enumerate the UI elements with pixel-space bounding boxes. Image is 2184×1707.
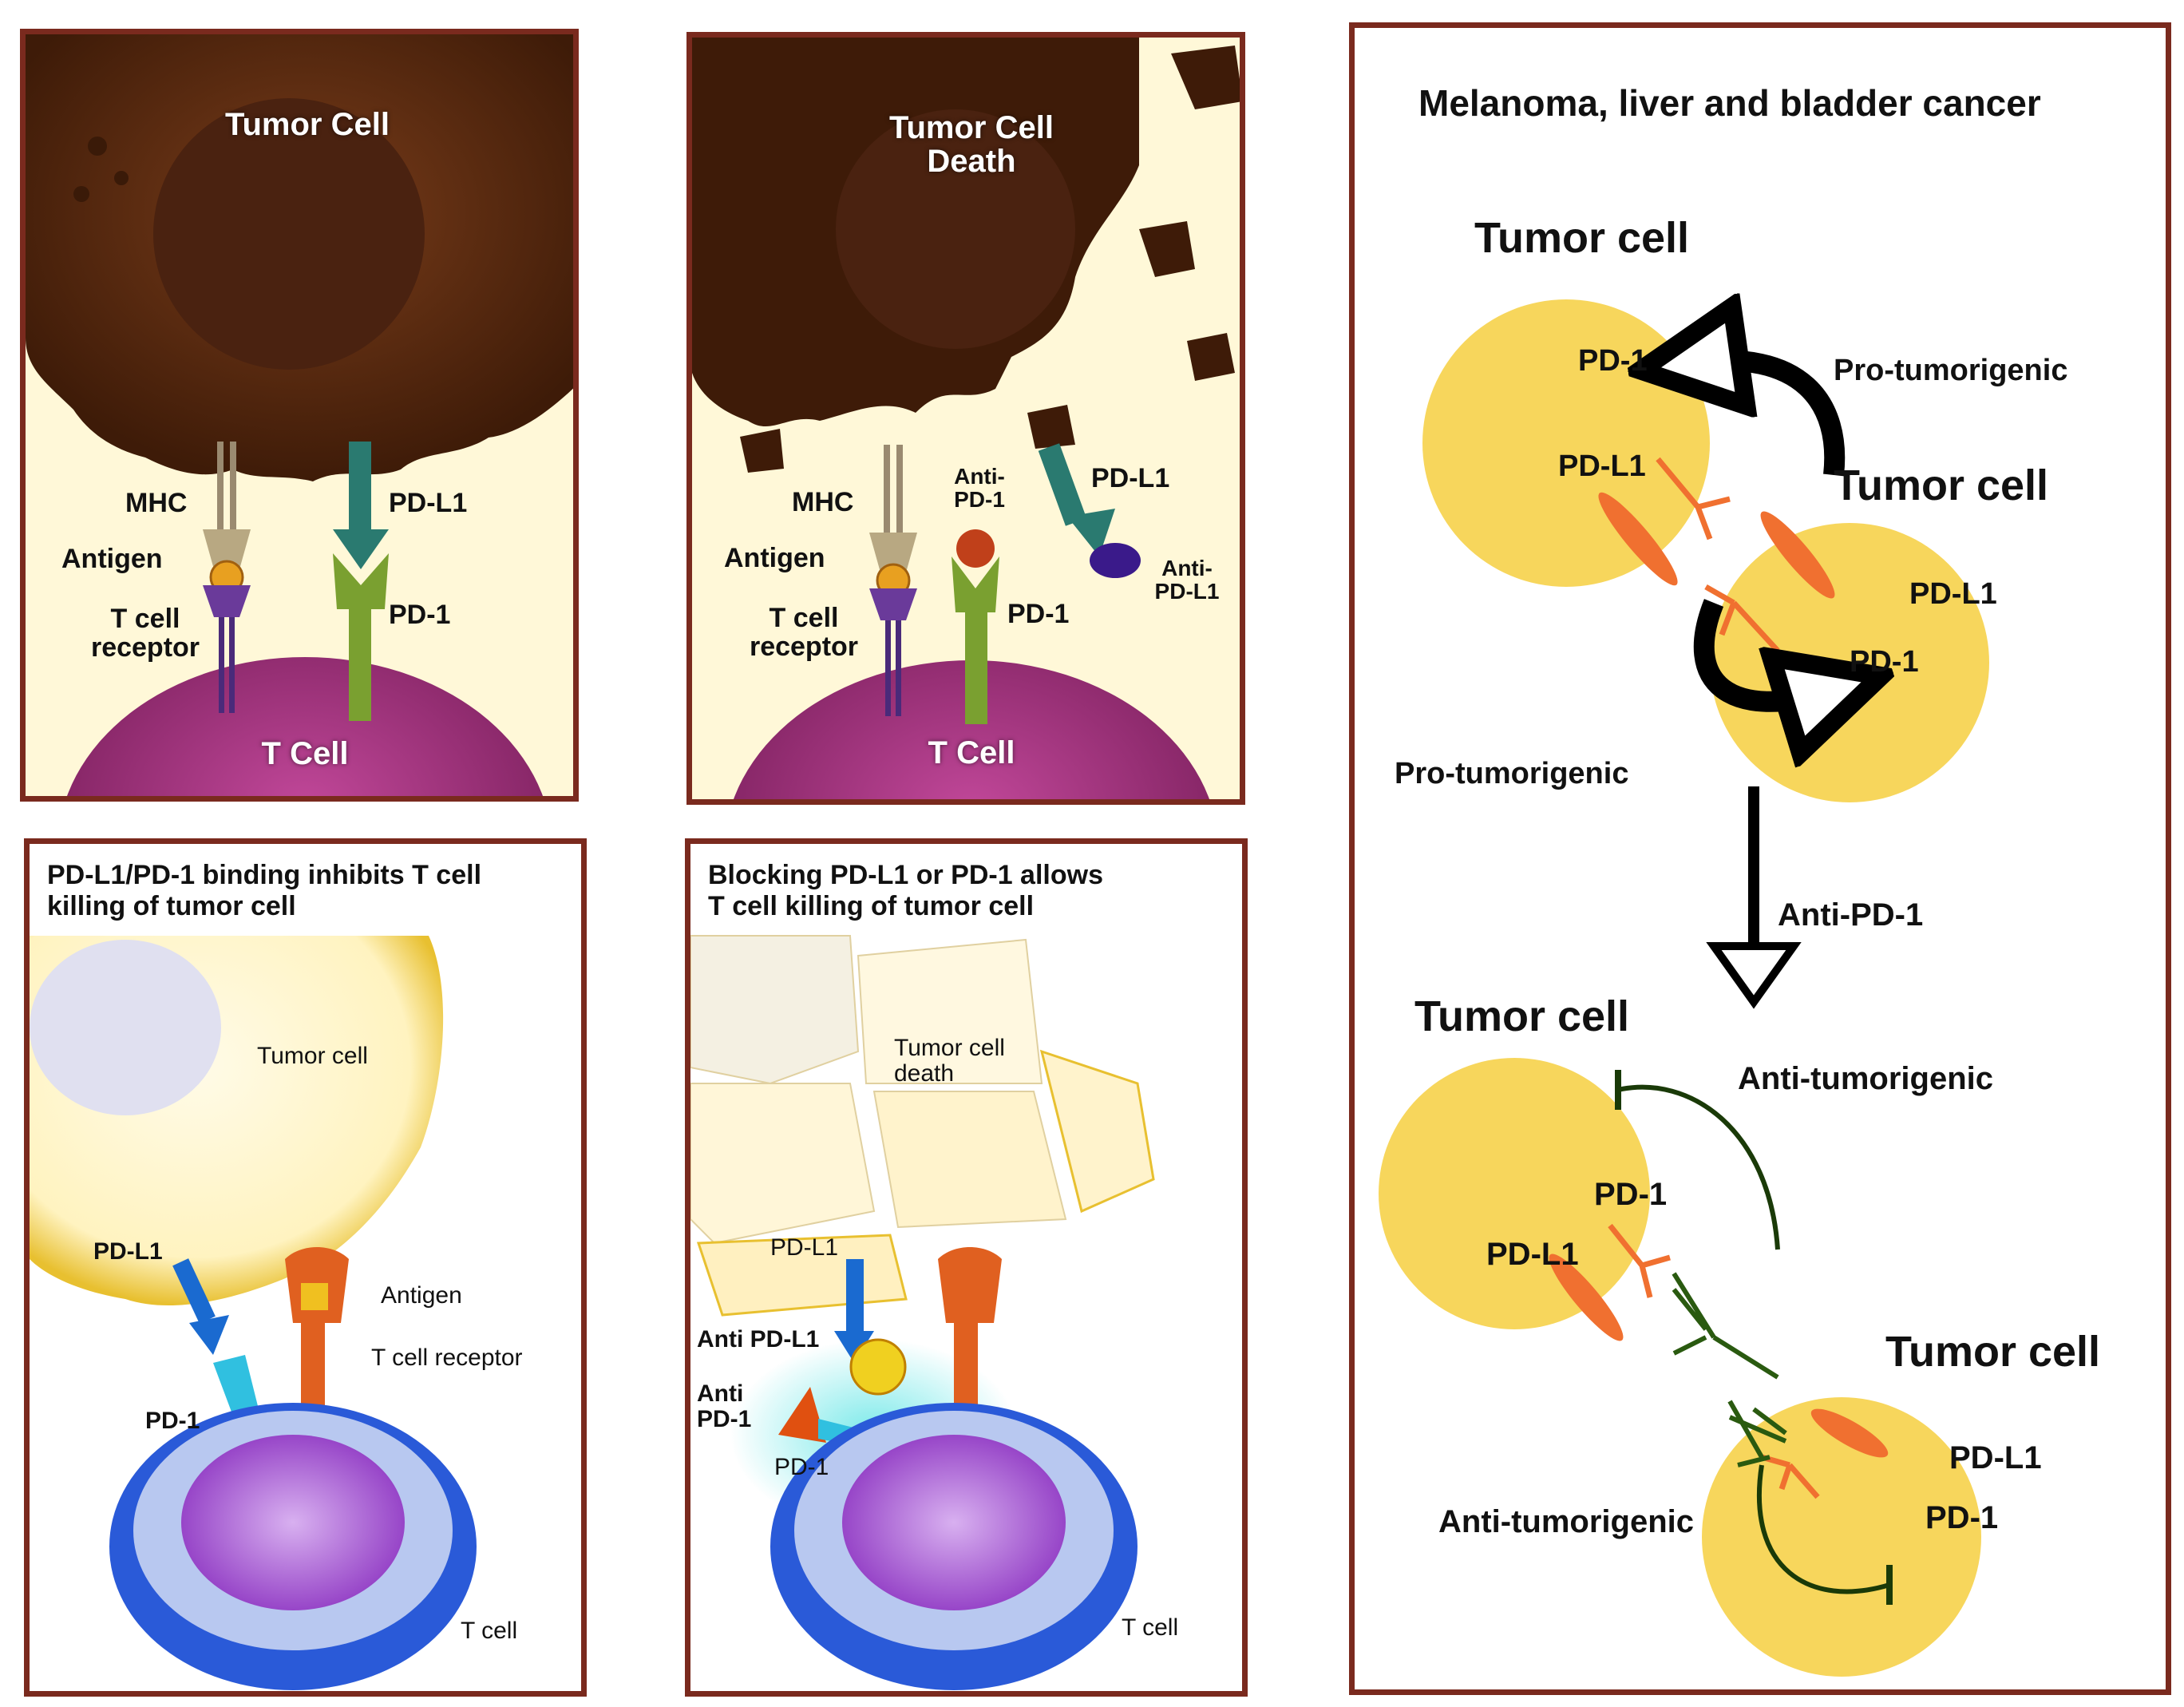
anti-pd1-label: Anti- PD-1 — [954, 464, 1005, 513]
pdl1-label: PD-L1 — [93, 1238, 163, 1265]
pro-tumorigenic-arrow — [1690, 361, 1846, 477]
tumor-death-label: Tumor Cell Death — [889, 110, 1054, 179]
mhc-tcr-pair — [938, 1247, 1002, 1411]
mhc-label: MHC — [792, 487, 854, 517]
pd1-label: PD-1 — [389, 600, 451, 630]
inhibition-arc — [1756, 1464, 1890, 1594]
mhc-label: MHC — [125, 488, 188, 518]
anti-tumorigenic-label: Anti-tumorigenic — [1738, 1061, 1993, 1096]
t-cell-nucleus — [842, 1435, 1066, 1610]
pdl1-label: PD-L1 — [389, 488, 468, 518]
t-cell-shape — [67, 657, 543, 796]
t-cell-label: T Cell — [261, 736, 349, 771]
panel-d-illustration — [690, 935, 1155, 1690]
pro-tumorigenic-label: Pro-tumorigenic — [1834, 354, 2068, 387]
pro-tumorigenic-arrow — [1693, 599, 1834, 702]
anti-pd1-label: Anti-PD-1 — [1778, 897, 1924, 933]
tumor-fragment — [1139, 221, 1195, 277]
pd1-label: PD-1 — [1578, 344, 1648, 378]
pdl1-anti-pdl1 — [1038, 443, 1141, 578]
panel-title: Melanoma, liver and bladder cancer — [1418, 82, 2041, 124]
tumor-cell-circle — [1379, 1058, 1650, 1329]
pd1-label: PD-1 — [1925, 1500, 1999, 1535]
tumor-cell-label: Tumor cell — [257, 1043, 368, 1069]
pdl1-label: PD-L1 — [1949, 1440, 2042, 1475]
tumor-fragment — [1027, 405, 1075, 449]
pdl1-label: PD-L1 — [1486, 1237, 1579, 1272]
mhc-tcr-pair — [285, 1247, 349, 1411]
tumor-cell-label: Tumor cell — [1414, 992, 1630, 1040]
pd1-label: PD-1 — [145, 1408, 200, 1434]
tumor-death-label: Tumor cell death — [894, 1035, 1005, 1087]
t-cell-label: T Cell — [928, 735, 1015, 770]
tumor-cell-label: Tumor cell — [1474, 214, 1690, 262]
tcr-label: T cell receptor — [90, 604, 200, 663]
pdl1-label: PD-L1 — [770, 1234, 839, 1261]
tumor-cell-label: Tumor cell — [1834, 461, 2049, 509]
pdl1-anti-pdl1 — [834, 1259, 907, 1396]
down-arrow-head — [1706, 942, 1802, 1009]
tumor-cell-circle — [1422, 299, 1710, 587]
pd1-label: PD-1 — [774, 1454, 829, 1480]
panel-e: Melanoma, liver and bladder cancer Tumor… — [1349, 22, 2171, 1695]
tumor-nucleus — [30, 940, 221, 1115]
panel-c: PD-L1/PD-1 binding inhibits T cell killi… — [24, 838, 587, 1697]
panel-title: Blocking PD-L1 or PD-1 allows T cell kil… — [708, 860, 1103, 922]
anti-pdl1-label: Anti- PD-L1 — [1154, 556, 1220, 604]
antigen-label: Antigen — [381, 1282, 462, 1309]
mhc-receptor — [203, 442, 251, 713]
pdl1-label: PD-L1 — [1909, 577, 1997, 611]
pro-tumorigenic-label: Pro-tumorigenic — [1395, 757, 1629, 790]
anti-pd1-blocked-pd1 — [952, 529, 999, 724]
tumor-fragment — [740, 429, 784, 473]
panel-title: PD-L1/PD-1 binding inhibits T cell killi… — [47, 860, 482, 922]
antigen-label: Antigen — [724, 543, 825, 573]
anti-pd1-antibody — [1672, 1272, 1787, 1467]
tumor-fragment — [1171, 46, 1240, 109]
pd1-label: PD-1 — [1850, 645, 1919, 679]
tumor-cell-circle — [1702, 1397, 1981, 1677]
blocked-pd1-pdl1 — [1549, 1223, 1889, 1499]
anti-pd1-shape — [778, 1387, 826, 1443]
tcr-label: T cell receptor — [749, 603, 859, 662]
pd1-label: PD-1 — [1594, 1177, 1668, 1212]
tumor-nucleus — [153, 98, 425, 370]
tumor-cell-label: Tumor Cell — [225, 107, 390, 142]
antigen-label: Antigen — [61, 544, 163, 574]
pd1-pdl1-binding — [1598, 457, 1835, 653]
mhc-receptor — [869, 445, 917, 716]
pdl1-label: PD-L1 — [1558, 450, 1646, 483]
anti-pdl1-label: Anti PD-L1 — [697, 1326, 820, 1353]
tumor-fragment — [1187, 333, 1235, 381]
tcr-label: T cell receptor — [371, 1345, 523, 1371]
t-cell-shape — [734, 660, 1209, 799]
panel-b-illustration — [692, 38, 1240, 799]
t-cell-label: T cell — [1122, 1614, 1179, 1641]
anti-pd1-label: Anti PD-1 — [697, 1380, 752, 1432]
dying-tumor-nucleus — [836, 109, 1075, 349]
inhibition-arc — [1617, 1084, 1780, 1250]
panel-a-illustration — [26, 34, 573, 796]
panel-a: Tumor Cell MHC Antigen T cell receptor P… — [20, 29, 579, 802]
pdl1-pd1-pair — [333, 442, 389, 721]
tumor-cell-label: Tumor cell — [1885, 1328, 2101, 1376]
panel-b: Tumor Cell Death MHC Antigen T cell rece… — [686, 32, 1245, 805]
fragmented-tumor-cell — [690, 935, 1155, 1317]
pd1-label: PD-1 — [1007, 599, 1070, 629]
t-cell-nucleus — [181, 1435, 405, 1610]
anti-tumorigenic-label: Anti-tumorigenic — [1438, 1504, 1694, 1539]
panel-c-illustration — [30, 936, 477, 1690]
t-cell-label: T cell — [461, 1618, 518, 1644]
panel-e-illustration — [1379, 28, 1989, 1677]
pdl1-label: PD-L1 — [1091, 463, 1170, 493]
panel-d: Blocking PD-L1 or PD-1 allows T cell kil… — [685, 838, 1248, 1697]
